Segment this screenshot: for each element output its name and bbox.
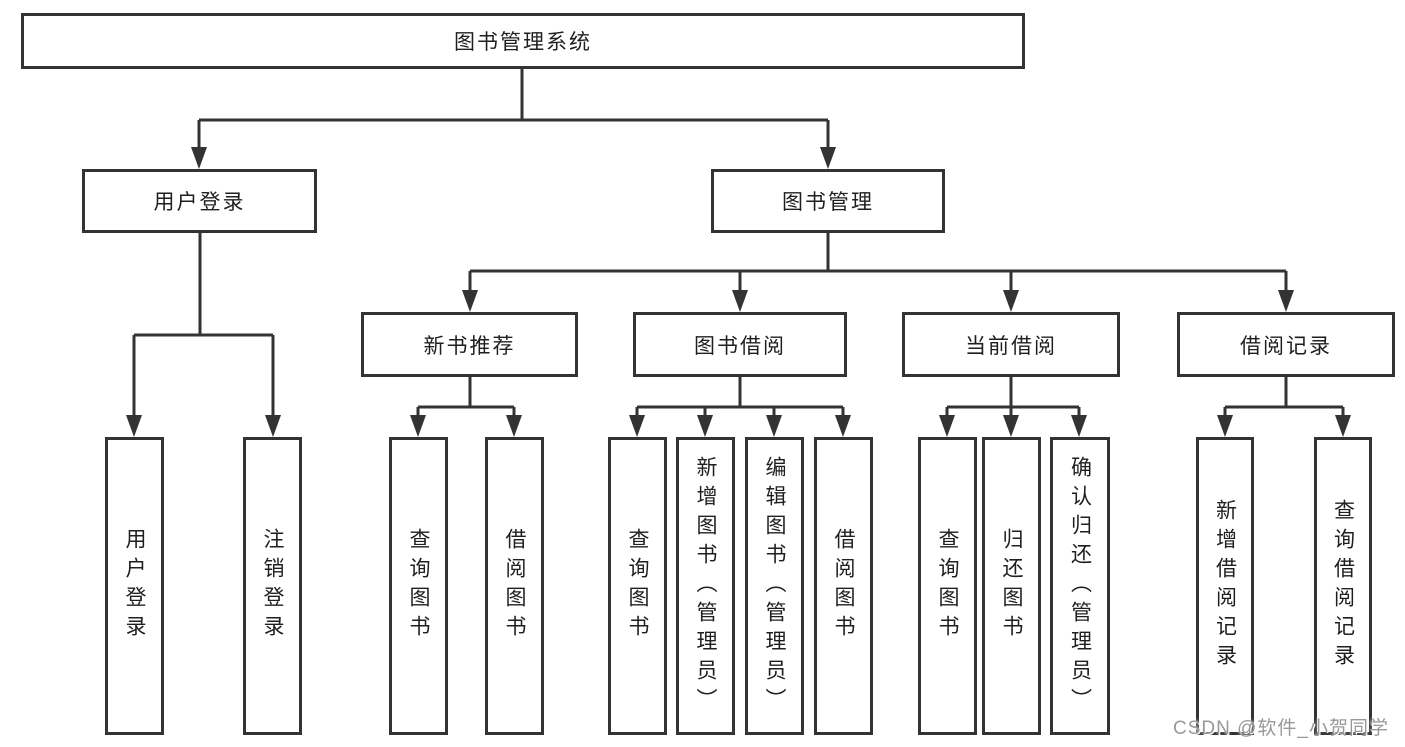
node-label: 当前借阅 — [965, 334, 1057, 358]
arrowhead-icon — [629, 415, 645, 437]
arrowhead-icon — [732, 290, 748, 312]
node-label: 图书管理系统 — [454, 31, 592, 54]
leaf-logout: 注销登录 — [243, 437, 302, 735]
leaf-query-books-borrowing: 查询图书 — [608, 437, 667, 735]
node-label: 编辑图书（管理员） — [763, 455, 786, 717]
node-new-book-recommendation: 新书推荐 — [361, 312, 578, 377]
leaf-return-books: 归还图书 — [982, 437, 1041, 735]
leaf-confirm-return-admin: 确认归还（管理员） — [1050, 437, 1110, 735]
arrowhead-icon — [820, 147, 836, 169]
node-label: 借阅图书 — [503, 528, 526, 644]
node-library-management-system: 图书管理系统 — [21, 13, 1025, 69]
node-label: 注销登录 — [261, 528, 284, 644]
arrowhead-icon — [1278, 290, 1294, 312]
arrowhead-icon — [1003, 415, 1019, 437]
arrowhead-icon — [835, 415, 851, 437]
node-book-borrowing: 图书借阅 — [633, 312, 847, 377]
node-label: 借阅图书 — [832, 528, 855, 644]
node-label: 查询借阅记录 — [1331, 499, 1355, 673]
node-label: 图书管理 — [782, 191, 874, 214]
leaf-borrow-books: 借阅图书 — [814, 437, 873, 735]
arrowhead-icon — [1335, 415, 1351, 437]
node-label: 用户登录 — [123, 528, 146, 644]
arrowhead-icon — [265, 415, 281, 437]
node-label: 新增借阅记录 — [1213, 499, 1237, 673]
node-label: 查询图书 — [407, 528, 430, 644]
arrowhead-icon — [1003, 290, 1019, 312]
leaf-add-books-admin: 新增图书（管理员） — [676, 437, 735, 735]
node-label: 查询图书 — [626, 528, 649, 644]
csdn-watermark: CSDN @软件_小贺同学 — [1173, 718, 1389, 739]
node-borrowing-records: 借阅记录 — [1177, 312, 1395, 377]
leaf-query-books-recommend: 查询图书 — [389, 437, 448, 735]
arrowhead-icon — [1071, 415, 1087, 437]
leaf-edit-books-admin: 编辑图书（管理员） — [745, 437, 804, 735]
connector-path — [132, 69, 1345, 432]
arrowhead-icon — [506, 415, 522, 437]
arrowhead-icon — [126, 415, 142, 437]
node-label: 归还图书 — [1000, 528, 1023, 644]
arrowhead-icon — [939, 415, 955, 437]
arrowhead-icon — [191, 147, 207, 169]
arrowhead-icon — [410, 415, 426, 437]
node-label: 用户登录 — [153, 191, 246, 214]
arrowhead-icon — [766, 415, 782, 437]
node-label: 确认归还（管理员） — [1068, 455, 1092, 717]
node-label: 新增图书（管理员） — [694, 455, 717, 717]
node-label: 图书借阅 — [694, 334, 786, 358]
node-current-borrowing: 当前借阅 — [902, 312, 1120, 377]
node-label: 新书推荐 — [423, 334, 516, 358]
leaf-query-borrow-record: 查询借阅记录 — [1314, 437, 1372, 735]
leaf-query-books-current: 查询图书 — [918, 437, 977, 735]
leaf-add-borrow-record: 新增借阅记录 — [1196, 437, 1254, 735]
node-user-login: 用户登录 — [82, 169, 317, 233]
node-label: 查询图书 — [936, 528, 959, 644]
arrowhead-icon — [462, 290, 478, 312]
arrowhead-icon — [1217, 415, 1233, 437]
leaf-borrow-books-recommend: 借阅图书 — [485, 437, 544, 735]
arrowhead-icon — [697, 415, 713, 437]
leaf-user-login: 用户登录 — [105, 437, 164, 735]
node-book-management: 图书管理 — [711, 169, 945, 233]
node-label: 借阅记录 — [1240, 334, 1332, 358]
